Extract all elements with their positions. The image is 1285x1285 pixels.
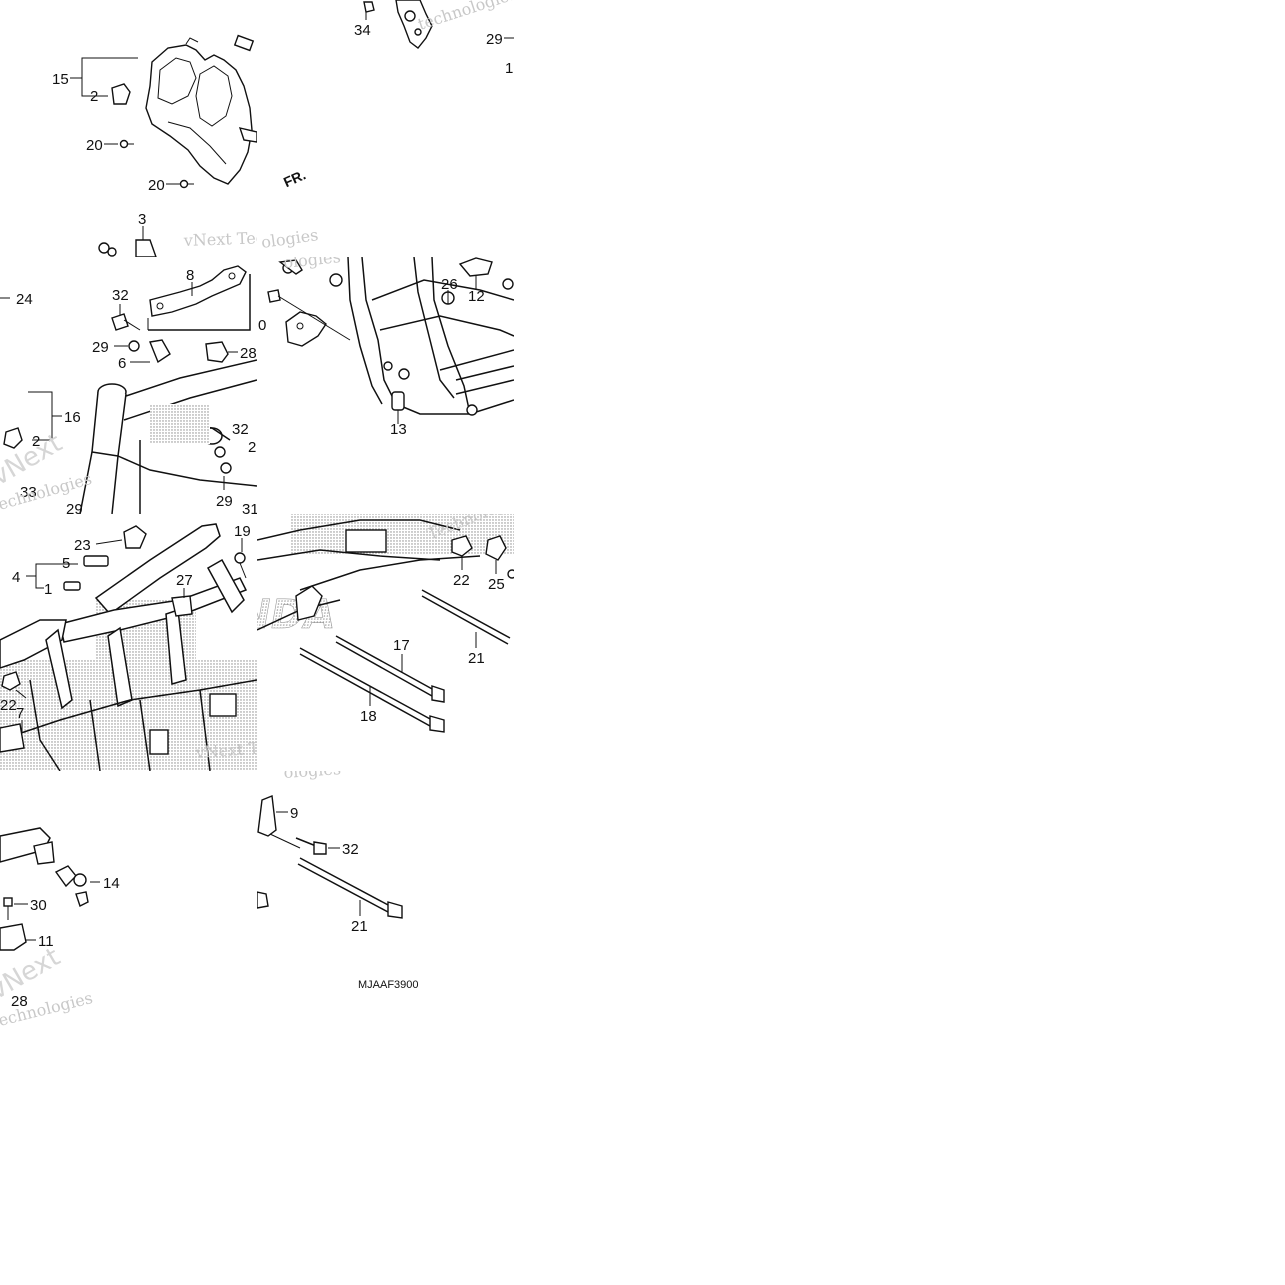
bolt-part bbox=[111, 313, 141, 331]
bracket-part bbox=[0, 923, 27, 951]
callout-3: 3 bbox=[138, 211, 146, 228]
clamp-part bbox=[123, 525, 147, 549]
bolt-part bbox=[3, 897, 13, 920]
bracket-part bbox=[285, 311, 327, 347]
tile-bracket-upper: FR. technologies 34 29 1( ologies bbox=[260, 0, 519, 252]
callout-12: 12 bbox=[468, 288, 485, 305]
callout-22: 22 bbox=[0, 697, 17, 714]
callout-26: 26 bbox=[441, 276, 458, 293]
clip-part bbox=[205, 341, 229, 363]
callout-34: 34 bbox=[354, 22, 371, 39]
bracket-part bbox=[149, 265, 247, 317]
callout-14: 14 bbox=[103, 875, 120, 892]
callout-4: 4 bbox=[12, 569, 20, 586]
callout-27: 27 bbox=[176, 572, 193, 589]
tile-main-frame: 23 5 4 1 19 27 22 7 vNext Tec bbox=[0, 523, 277, 771]
watermark: technologies bbox=[415, 0, 519, 34]
callout-1-partial: 1( bbox=[505, 60, 518, 77]
diagram-code: MJAAF3900 bbox=[358, 979, 419, 991]
callout-28: 28 bbox=[11, 993, 28, 1010]
callout-25: 25 bbox=[488, 576, 505, 593]
tile-bolts-and-logo: HONDA 22 25 17 bbox=[257, 514, 514, 733]
tile-cover-assembly: 15 2 20 20 3 vNext Tec bbox=[52, 34, 302, 257]
clip-part bbox=[54, 865, 77, 888]
callout-13: 13 bbox=[390, 421, 407, 438]
callout-24: 24 bbox=[16, 291, 33, 308]
tile-head-pipe-area: 24 8 32 29 6 28 16 2 32 2 29 33 31 29 vN… bbox=[0, 265, 259, 518]
callout-31: 31 bbox=[242, 501, 259, 518]
clip-part bbox=[458, 257, 493, 277]
fr-label: FR. bbox=[281, 166, 308, 190]
screw-part bbox=[119, 139, 134, 149]
rubber-block-part bbox=[233, 34, 255, 52]
callout-19: 19 bbox=[234, 523, 251, 540]
callout-22: 22 bbox=[453, 572, 470, 589]
front-direction-arrow-icon bbox=[268, 192, 302, 212]
callout-16: 16 bbox=[64, 409, 81, 426]
callout-29: 29 bbox=[66, 501, 83, 518]
grommet-part bbox=[3, 427, 23, 449]
tile-rear-frame: 26 12 0 13 ologies bbox=[258, 247, 514, 438]
callout-7: 7 bbox=[16, 705, 24, 722]
callout-32: 32 bbox=[112, 287, 129, 304]
callout-32: 32 bbox=[232, 421, 249, 438]
callout-6: 6 bbox=[118, 355, 126, 372]
callout-29: 29 bbox=[216, 493, 233, 510]
bolt-part bbox=[295, 837, 327, 855]
callout-32: 32 bbox=[342, 841, 359, 858]
bolt-part bbox=[234, 552, 247, 579]
callout-9: 9 bbox=[290, 805, 298, 822]
callout-21: 21 bbox=[468, 650, 485, 667]
callout-17: 17 bbox=[393, 637, 410, 654]
callout-2-partial: 2 bbox=[248, 439, 256, 456]
watermark: vNext Tec bbox=[182, 228, 265, 250]
watermark: ologies bbox=[282, 247, 341, 272]
callout-5: 5 bbox=[62, 555, 70, 572]
screw-part bbox=[178, 179, 194, 189]
watermark: ologies bbox=[260, 225, 320, 252]
watermark: ologies bbox=[283, 759, 342, 782]
long-bolt-part bbox=[421, 589, 511, 645]
long-bolt-part bbox=[297, 857, 403, 919]
plate-part bbox=[257, 795, 277, 837]
clip-part bbox=[171, 595, 193, 617]
callout-1: 1 bbox=[44, 581, 52, 598]
callout-0-partial: 0 bbox=[258, 317, 266, 334]
callout-28: 28 bbox=[240, 345, 257, 362]
callout-15: 15 bbox=[52, 71, 69, 88]
callout-20: 20 bbox=[86, 137, 103, 154]
callout-30: 30 bbox=[30, 897, 47, 914]
clip-part bbox=[485, 535, 507, 561]
callout-23: 23 bbox=[74, 537, 91, 554]
watermark: vNext Tec bbox=[194, 737, 277, 762]
grommet-part bbox=[111, 83, 131, 105]
bracket-part bbox=[395, 0, 433, 49]
tile-rear-bracket: 14 30 11 28 vNext echnologies bbox=[0, 827, 120, 1028]
callout-18: 18 bbox=[360, 708, 377, 725]
callout-20: 20 bbox=[148, 177, 165, 194]
callout-8: 8 bbox=[186, 267, 194, 284]
long-bolt-part bbox=[299, 647, 445, 733]
callout-2: 2 bbox=[32, 433, 40, 450]
callout-29: 29 bbox=[486, 31, 503, 48]
callout-29: 29 bbox=[92, 339, 109, 356]
tile-plate-and-bolt: ologies 9 32 21 MJAAF3900 bbox=[257, 759, 419, 991]
long-bolt-part bbox=[335, 635, 445, 703]
cap-part bbox=[451, 535, 473, 557]
callout-21: 21 bbox=[351, 918, 368, 935]
callout-2: 2 bbox=[90, 88, 98, 105]
callout-11: 11 bbox=[38, 933, 54, 950]
callout-33: 33 bbox=[20, 484, 37, 501]
